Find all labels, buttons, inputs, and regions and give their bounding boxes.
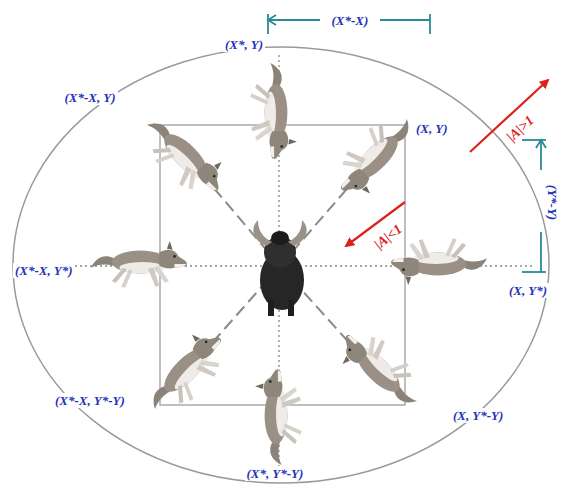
coordinate-label: (X*-X) <box>330 13 371 28</box>
coordinate-label: (X, Y) <box>414 121 450 136</box>
coordinate-label: (Y*-Y) <box>545 182 560 221</box>
coordinate-label: (X*-X, Y) <box>63 90 118 105</box>
coordinate-label: (X*, Y*-Y) <box>245 466 306 481</box>
coordinate-label: (X*, Y) <box>223 37 265 52</box>
coordinate-label: (X, Y*) <box>507 283 549 298</box>
coordinate-label: (X*-X, Y*) <box>13 263 75 278</box>
buffalo <box>253 220 306 316</box>
coordinate-label: (X*-X, Y*-Y) <box>53 393 127 408</box>
coordinate-label: (X, Y*-Y) <box>451 408 505 423</box>
